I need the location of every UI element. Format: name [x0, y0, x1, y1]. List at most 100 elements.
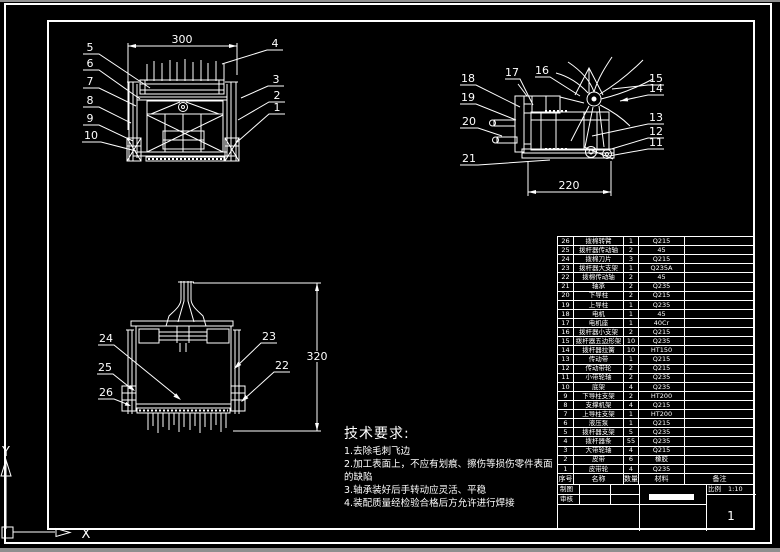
- bom-header-qty: 数量: [623, 474, 638, 484]
- bom-cell-no: 13: [561, 355, 570, 364]
- title-block: 制图 审核 比例 1:10 1: [557, 484, 756, 531]
- bom-cell-qty: 10: [623, 346, 638, 355]
- bom-cell-qty: 1: [623, 300, 638, 309]
- bom-cell-note: [684, 455, 754, 464]
- side-view: [489, 56, 654, 160]
- bom-cell-qty: 55: [623, 437, 638, 446]
- bom-cell-qty: 2: [623, 282, 638, 291]
- bom-cell-mat: Q215: [638, 328, 684, 337]
- bom-cell-mat: 45: [638, 309, 684, 318]
- front-view-dimension: 300: [127, 33, 238, 130]
- balloon-6: 6: [87, 57, 94, 70]
- bom-cell-qty: 5: [623, 428, 638, 437]
- bom-cell-mat: Q215: [638, 419, 684, 428]
- bom-cell-no: 25: [561, 246, 570, 254]
- bom-cell-name: 电机座: [573, 318, 623, 328]
- window-top-edge: [0, 0, 780, 2]
- balloon-13: 13: [649, 111, 663, 124]
- title-block-divider: [706, 494, 756, 495]
- scale-label: 比例: [708, 485, 721, 493]
- bom-cell-no: 6: [563, 419, 568, 427]
- bom-cell-qty: 2: [623, 246, 638, 255]
- bom-cell-no: 5: [563, 428, 568, 437]
- sheet-number: 1: [727, 509, 735, 523]
- bom-header-no: 序号: [558, 474, 573, 483]
- bom-cell-name: 拨杆器五边形架: [573, 337, 623, 346]
- bom-cell-note: [684, 373, 754, 382]
- bom-cell-qty: 2: [623, 291, 638, 300]
- drawing-outer-border: [4, 3, 772, 544]
- bom-cell-no: 9: [563, 391, 568, 400]
- dim-320-label: 320: [307, 350, 328, 363]
- title-block-divider: [706, 485, 707, 531]
- bom-cell-mat: Q215: [638, 446, 684, 455]
- bom-cell-mat: Q235: [638, 464, 684, 473]
- vertical-view-callouts: 24 25 26 23 22: [97, 330, 290, 406]
- bom-cell-name: 支撑机架: [573, 400, 623, 410]
- balloon-18: 18: [461, 72, 475, 85]
- tech-requirements: 技术要求: 1.去除毛刺飞边 2.加工表面上，不应有划痕、擦伤等损伤零件表面的缺…: [344, 423, 556, 510]
- bom-cell-no: 22: [561, 273, 570, 282]
- tech-requirement-item: 3.轴承装好后手转动应灵活、平稳: [344, 485, 487, 496]
- bom-cell-no: 18: [561, 309, 570, 318]
- bom-cell-qty: 1: [623, 309, 638, 318]
- tech-requirements-title: 技术要求:: [344, 426, 410, 442]
- balloon-16: 16: [535, 64, 549, 77]
- bom-cell-note: [684, 309, 754, 318]
- bom-cell-note: [684, 391, 754, 400]
- bom-cell-qty: 1: [623, 355, 638, 364]
- balloon-1: 1: [274, 101, 281, 114]
- bom-cell-mat: HT200: [638, 391, 684, 400]
- bom-cell-mat: 橡胶: [638, 455, 684, 464]
- bom-cell-mat: Q235: [638, 282, 684, 291]
- balloon-20: 20: [462, 115, 476, 128]
- balloon-15: 15: [649, 72, 663, 85]
- bom-cell-name: 底架: [573, 382, 623, 391]
- bom-cell-name: 轴承: [573, 282, 623, 291]
- bom-cell-qty: 2: [623, 364, 638, 373]
- balloon-5: 5: [87, 41, 94, 54]
- bom-cell-mat: Q215: [638, 255, 684, 264]
- front-view-callouts: 5 6 7 8 9 10 4 3 2 1: [82, 37, 285, 152]
- bom-header-name: 名称: [573, 474, 623, 484]
- bom-cell-note: [684, 255, 754, 264]
- balloon-24: 24: [99, 332, 113, 345]
- bom-cell-qty: 4: [623, 382, 638, 391]
- bom-cell-mat: Q215: [638, 291, 684, 300]
- bom-cell-qty: 10: [623, 337, 638, 346]
- bom-cell-name: 下导柱支架: [573, 391, 623, 400]
- audit-label: 审核: [560, 495, 573, 503]
- bom-header-material: 材料: [638, 474, 684, 484]
- bom-cell-name: 拨杆器小支架: [573, 328, 623, 337]
- tech-requirement-item: 2.加工表面上，不应有划痕、擦伤等损伤零件表面的缺陷: [344, 459, 553, 483]
- tech-requirement-item: 1.去除毛刺飞边: [344, 446, 411, 457]
- bom-cell-mat: Q215: [638, 364, 684, 373]
- bom-cell-name: 拨杆器拉簧: [573, 346, 623, 355]
- balloon-3: 3: [273, 73, 280, 86]
- bom-cell-note: [684, 437, 754, 446]
- side-view-dimension: 220: [527, 161, 612, 196]
- bom-cell-note: [684, 264, 754, 273]
- bom-cell-no: 14: [561, 346, 570, 355]
- title-block-divider: [558, 504, 706, 505]
- bom-cell-name: 传动带: [573, 355, 623, 364]
- bom-cell-qty: 3: [623, 255, 638, 264]
- bom-cell-no: 24: [561, 255, 570, 264]
- bom-cell-name: 上导柱支架: [573, 410, 623, 419]
- bom-cell-mat: 40Cr: [638, 318, 684, 328]
- bom-cell-mat: HT150: [638, 346, 684, 355]
- bom-cell-no: 12: [561, 364, 570, 373]
- bom-cell-no: 1: [563, 464, 568, 473]
- bom-cell-no: 10: [561, 382, 570, 391]
